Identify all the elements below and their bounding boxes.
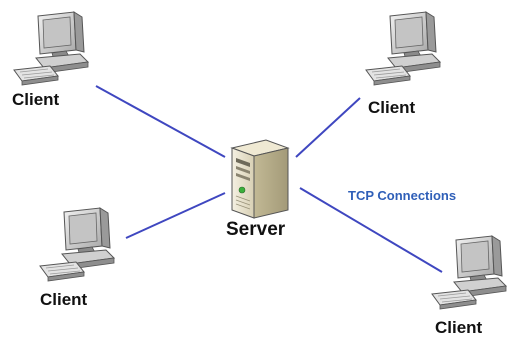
client-label-top-left: Client xyxy=(12,90,60,109)
server-tower-icon xyxy=(222,134,298,225)
client-label-bottom-right: Client xyxy=(435,318,483,337)
desktop-computer-icon xyxy=(8,10,94,95)
connection-line-top-left xyxy=(95,85,226,158)
desktop-computer-icon xyxy=(360,10,446,95)
connection-line-bottom-right xyxy=(299,187,443,273)
server-label: Server xyxy=(226,219,286,240)
desktop-computer-icon xyxy=(34,206,120,291)
client-label-bottom-left: Client xyxy=(40,290,88,309)
client-label-top-right: Client xyxy=(368,98,416,117)
tcp-connections-label: TCP Connections xyxy=(348,188,457,203)
connection-line-bottom-left xyxy=(125,192,226,239)
connection-line-top-right xyxy=(295,97,361,158)
desktop-computer-icon xyxy=(426,234,512,319)
